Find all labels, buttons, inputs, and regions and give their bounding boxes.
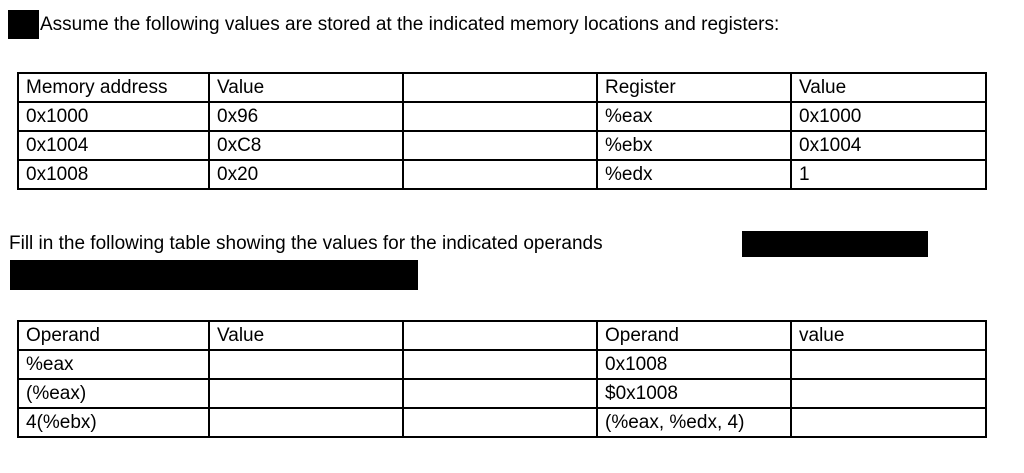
- cell-register: %eax: [596, 101, 792, 132]
- cell-memory-value: 0x20: [208, 159, 404, 190]
- cell-value-right-blank[interactable]: [790, 407, 987, 438]
- table-row: (%eax) $0x1008: [17, 378, 987, 409]
- spacer-cell: [402, 320, 598, 351]
- redaction-block-intro: [8, 9, 39, 39]
- header-memory-value: Value: [208, 72, 404, 103]
- redaction-block-instruction-tail: [742, 231, 928, 257]
- table-row-header: Memory address Value Register Value: [17, 72, 987, 103]
- cell-operand-right: $0x1008: [596, 378, 792, 409]
- cell-value-left-blank[interactable]: [208, 407, 404, 438]
- cell-value-left-blank[interactable]: [208, 349, 404, 380]
- spacer-cell: [402, 101, 598, 132]
- header-register: Register: [596, 72, 792, 103]
- header-register-value: Value: [790, 72, 987, 103]
- cell-register-value: 0x1004: [790, 130, 987, 161]
- cell-operand-left: 4(%ebx): [17, 407, 210, 438]
- instruction-block: Fill in the following table showing the …: [9, 229, 1009, 290]
- spacer-cell: [402, 407, 598, 438]
- table-row: 0x1004 0xC8 %ebx 0x1004: [17, 130, 987, 161]
- cell-memory-value: 0xC8: [208, 130, 404, 161]
- header-value-right: value: [790, 320, 987, 351]
- spacer-cell: [402, 130, 598, 161]
- table-row: 0x1000 0x96 %eax 0x1000: [17, 101, 987, 132]
- cell-register-value: 0x1000: [790, 101, 987, 132]
- cell-register-value: 1: [790, 159, 987, 190]
- spacer-cell: [402, 72, 598, 103]
- table-row: 0x1008 0x20 %edx 1: [17, 159, 987, 190]
- table-row: %eax 0x1008: [17, 349, 987, 380]
- header-memory-address: Memory address: [17, 72, 210, 103]
- cell-memory-address: 0x1000: [17, 101, 210, 132]
- cell-memory-address: 0x1008: [17, 159, 210, 190]
- table-row: 4(%ebx) (%eax, %edx, 4): [17, 407, 987, 438]
- redaction-block-instruction-second-line: [10, 260, 418, 290]
- header-value-left: Value: [208, 320, 404, 351]
- memory-register-table: Memory address Value Register Value 0x10…: [17, 72, 987, 190]
- header-operand-right: Operand: [596, 320, 792, 351]
- cell-register: %ebx: [596, 130, 792, 161]
- cell-operand-left: %eax: [17, 349, 210, 380]
- cell-register: %edx: [596, 159, 792, 190]
- instruction-first-line: Fill in the following table showing the …: [9, 229, 1009, 258]
- cell-operand-right: (%eax, %edx, 4): [596, 407, 792, 438]
- intro-line: Assume the following values are stored a…: [8, 9, 779, 39]
- spacer-cell: [402, 159, 598, 190]
- cell-memory-value: 0x96: [208, 101, 404, 132]
- instruction-text: Fill in the following table showing the …: [9, 233, 603, 254]
- intro-text: Assume the following values are stored a…: [40, 13, 780, 35]
- cell-value-right-blank[interactable]: [790, 378, 987, 409]
- cell-value-left-blank[interactable]: [208, 378, 404, 409]
- cell-value-right-blank[interactable]: [790, 349, 987, 380]
- cell-operand-left: (%eax): [17, 378, 210, 409]
- operand-table: Operand Value Operand value %eax 0x1008 …: [17, 320, 987, 438]
- cell-operand-right: 0x1008: [596, 349, 792, 380]
- header-operand-left: Operand: [17, 320, 210, 351]
- cell-memory-address: 0x1004: [17, 130, 210, 161]
- table-row-header: Operand Value Operand value: [17, 320, 987, 351]
- spacer-cell: [402, 378, 598, 409]
- spacer-cell: [402, 349, 598, 380]
